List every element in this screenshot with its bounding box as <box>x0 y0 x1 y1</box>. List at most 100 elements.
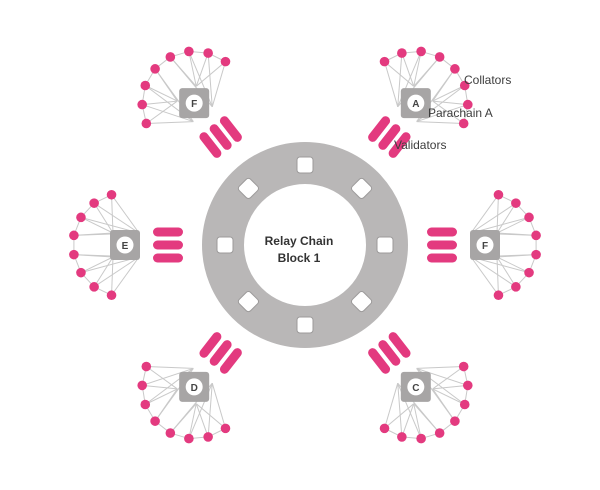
parachain-letter-F-top: F <box>191 99 197 110</box>
validator-pill <box>427 240 457 250</box>
collator-node <box>165 52 176 62</box>
collator-link-line <box>432 100 464 124</box>
collator-node <box>220 56 231 67</box>
collator-node <box>184 46 194 57</box>
collator-link-line <box>432 388 465 405</box>
collator-link-line <box>188 51 197 87</box>
collator-link-line <box>211 61 226 107</box>
parachain-letter-C: C <box>412 383 419 394</box>
collator-node <box>203 48 213 58</box>
collator-link-line <box>146 100 178 124</box>
collator-node <box>511 198 521 208</box>
validator-pill <box>368 348 391 374</box>
collator-link-line <box>397 383 403 437</box>
collator-link-line <box>169 56 197 87</box>
relay-chain-title-line1: Relay Chain <box>265 234 334 248</box>
collator-link-line <box>169 403 197 434</box>
parachain-letter-D: D <box>191 383 198 394</box>
collator-link-line <box>142 100 178 106</box>
validator-pill <box>388 132 411 158</box>
collator-node <box>69 249 79 260</box>
collator-link-line <box>432 366 464 390</box>
collator-node <box>184 433 194 444</box>
collator-link-line <box>496 256 517 288</box>
collator-node <box>458 118 469 129</box>
collator-link-line <box>146 366 178 390</box>
validator-pill <box>209 124 232 150</box>
collator-link-line <box>211 383 226 429</box>
collator-node <box>379 56 390 67</box>
collator-node <box>493 290 504 301</box>
collator-node <box>493 189 504 200</box>
collator-link-line <box>413 51 422 87</box>
collator-link-line <box>188 403 197 439</box>
validator-pill <box>199 132 222 158</box>
relay-chain-title-line2: Block 1 <box>278 251 321 265</box>
collator-link-line <box>111 194 114 234</box>
collator-node <box>416 433 426 444</box>
validator-pill <box>199 332 222 358</box>
collator-node <box>137 380 148 391</box>
collator-link-line <box>496 254 537 258</box>
collator-node <box>76 212 86 223</box>
collator-node <box>203 432 213 442</box>
validator-pill <box>427 227 457 237</box>
parachain-badge <box>407 94 425 112</box>
collator-link-line <box>142 367 194 386</box>
collator-link-line <box>384 403 415 429</box>
parachain-badge <box>185 378 203 396</box>
collator-link-line <box>470 256 517 288</box>
collator-link-line <box>432 388 456 422</box>
collator-link-line <box>432 85 465 102</box>
collator-node <box>141 361 152 372</box>
collator-link-line <box>401 52 415 87</box>
collator-node <box>462 99 473 110</box>
collator-link-line <box>432 384 468 390</box>
parachain-badge <box>185 94 203 112</box>
collator-link-line <box>413 403 441 434</box>
validator-pill <box>153 240 183 250</box>
collator-link-line <box>416 367 468 386</box>
collator-node <box>220 423 231 434</box>
collator-link-line <box>145 388 178 405</box>
collator-node <box>511 282 521 292</box>
parachain-letter-E: E <box>122 241 129 252</box>
collator-link-line <box>496 216 530 234</box>
validator-pill <box>153 253 183 263</box>
collator-link-line <box>416 104 468 123</box>
collator-node <box>434 52 445 62</box>
collator-link-line <box>432 100 468 106</box>
collator-link-line <box>154 388 178 422</box>
collator-link-line <box>496 194 499 234</box>
ring-slot <box>376 236 394 254</box>
collator-node <box>140 80 151 91</box>
parachain-badge <box>116 236 134 254</box>
validator-pill <box>378 124 401 150</box>
ring-slot <box>237 177 260 200</box>
collator-link-line <box>207 53 213 107</box>
collator-node <box>106 290 117 301</box>
collator-link-line <box>80 256 114 274</box>
collator-link-line <box>93 202 140 234</box>
collator-node <box>397 48 407 58</box>
parachain-letter-F-right: F <box>482 241 488 252</box>
ring-slot <box>350 177 373 200</box>
collator-node <box>76 267 86 278</box>
collator-link-line <box>195 403 209 438</box>
collator-node <box>150 64 160 74</box>
parachain-label: Parachain A <box>428 106 493 120</box>
collator-node <box>462 380 473 391</box>
collator-groups <box>69 46 541 444</box>
collator-link-line <box>384 61 415 87</box>
validator-pill <box>427 253 457 263</box>
ring-slot <box>350 290 373 313</box>
collator-link-line <box>145 85 178 102</box>
collator-link-line <box>470 256 499 296</box>
collator-node <box>531 230 541 241</box>
collator-link-line <box>401 403 415 438</box>
validator-groups <box>153 116 457 374</box>
collator-link-line <box>142 384 178 390</box>
validator-pill <box>209 340 232 366</box>
collator-link-line <box>73 254 114 258</box>
parachain-badge <box>476 236 494 254</box>
